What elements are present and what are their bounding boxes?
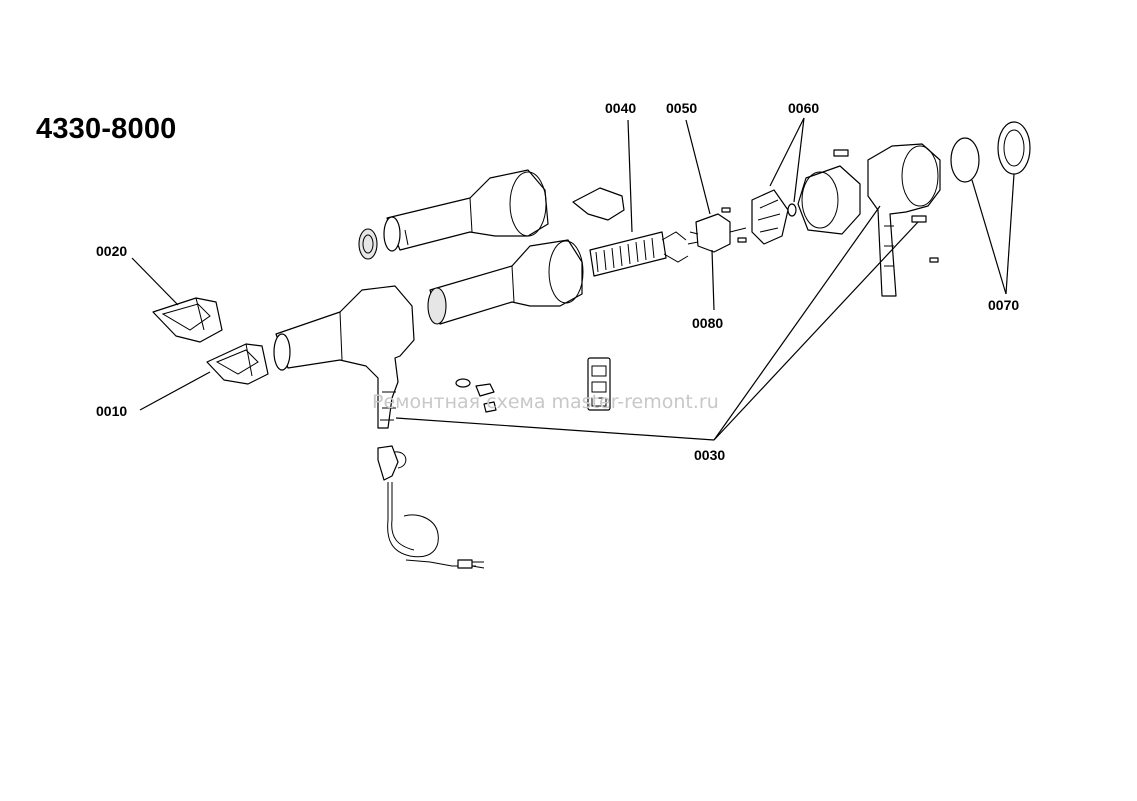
nozzle-0010	[206, 343, 269, 385]
leader-lines	[131, 117, 1015, 441]
filter-ring-0070	[950, 121, 1031, 183]
middle-housing	[427, 239, 584, 325]
motor-0050	[687, 207, 747, 253]
upper-housing	[383, 169, 549, 252]
switch-small-parts	[455, 378, 497, 413]
watermark-text: Ремонтная схема master-remont.ru	[372, 391, 719, 413]
dryer-body-front	[273, 285, 415, 429]
filter-disk	[358, 228, 378, 260]
callout-0010: 0010	[96, 403, 127, 419]
callout-0040: 0040	[605, 100, 636, 116]
nozzle-0020	[152, 297, 223, 343]
cord-protector	[377, 445, 407, 481]
power-cord	[387, 482, 485, 569]
callout-0070: 0070	[988, 297, 1019, 313]
mica-sheet	[572, 187, 625, 221]
rear-cover	[797, 149, 861, 235]
heating-element-0040	[589, 231, 689, 277]
callout-0080: 0080	[692, 315, 723, 331]
fan-0060	[751, 189, 797, 245]
callout-0050: 0050	[666, 100, 697, 116]
switch-block	[587, 357, 611, 411]
callout-0060: 0060	[788, 100, 819, 116]
callout-0030: 0030	[694, 447, 725, 463]
callout-0020: 0020	[96, 243, 127, 259]
rear-housing-0030	[867, 143, 941, 297]
model-number-title: 4330-8000	[36, 113, 177, 145]
